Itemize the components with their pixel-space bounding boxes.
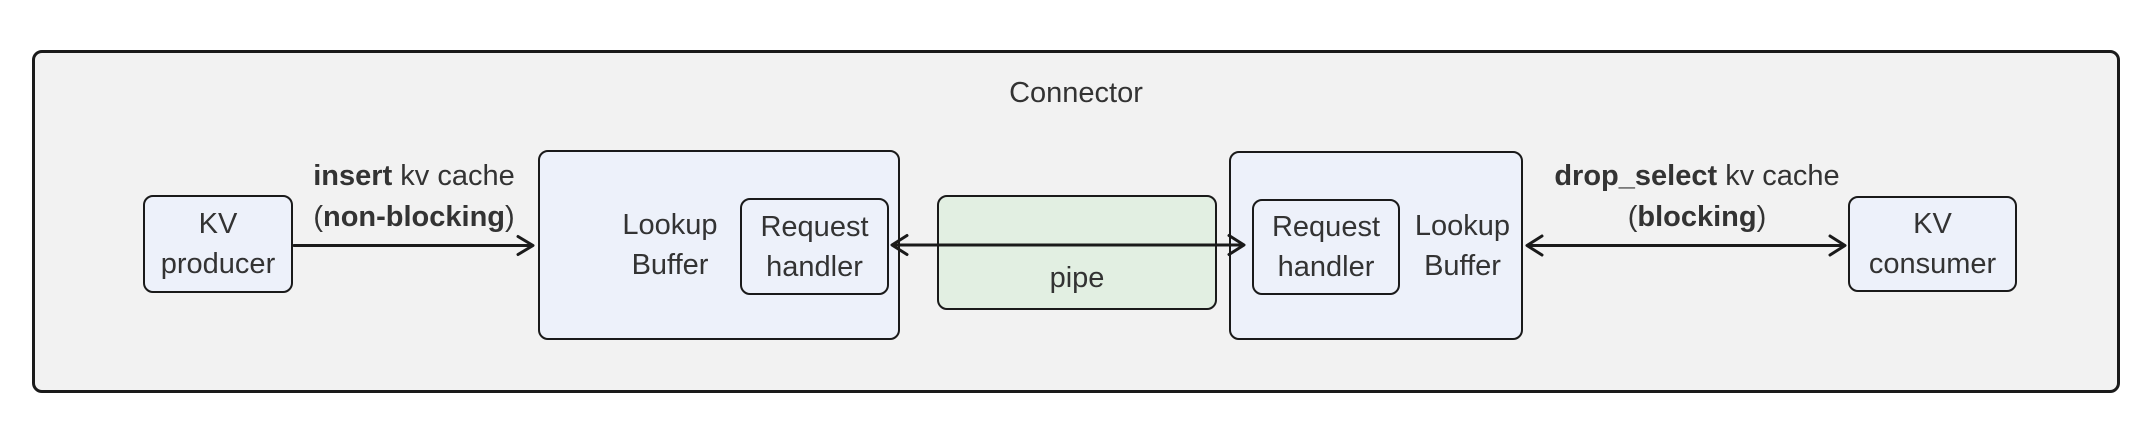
lookup-buffer-right-node: Request handler Lookup Buffer (1229, 151, 1523, 340)
request-handler-left-label: Request handler (760, 210, 869, 283)
kv-producer-node: KV producer (143, 195, 293, 293)
lookup-buffer-right-label: Lookup Buffer (1414, 209, 1511, 282)
request-handler-right-label: Request handler (1271, 211, 1380, 283)
connector-title: Connector (1009, 77, 1143, 109)
pipe-label: pipe (1049, 262, 1105, 294)
kv-producer-label: KV producer (160, 208, 276, 280)
kv-consumer-label: KV consumer (1868, 208, 1997, 280)
lookup-buffer-left-node: Lookup Buffer Request handler (538, 150, 900, 340)
lookup-buffer-left-label: Lookup Buffer (622, 209, 718, 281)
drop-select-edge-label: drop_select kv cache (blocking) (1554, 160, 1840, 233)
insert-edge-label: insert kv cache (non-blocking) (313, 160, 515, 233)
request-handler-right-node: Request handler (1252, 199, 1400, 295)
pipe-node: pipe (937, 195, 1217, 310)
request-handler-left-node: Request handler (740, 198, 889, 295)
kv-consumer-node: KV consumer (1848, 196, 2017, 292)
